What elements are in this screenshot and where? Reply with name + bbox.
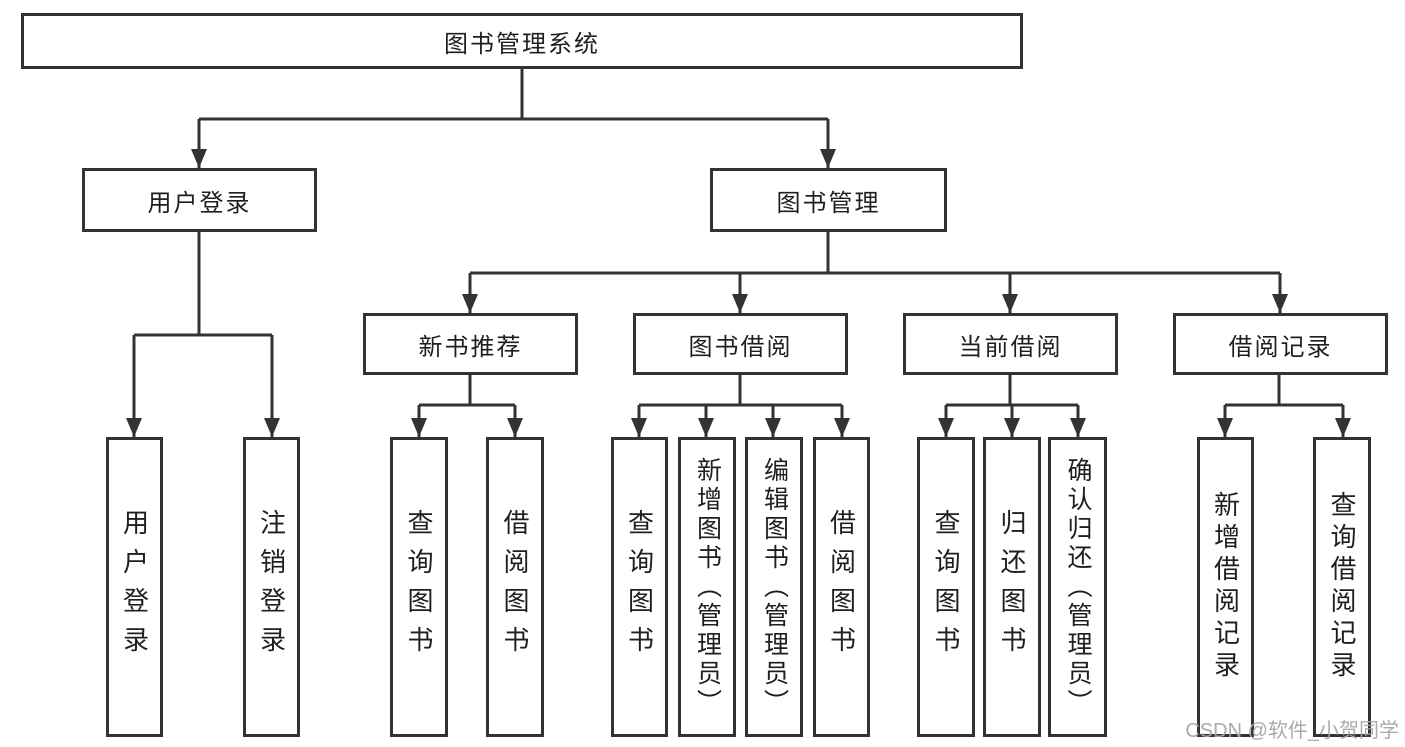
- leaf-edit-books-admin: 编辑图书（管理员）: [745, 437, 803, 737]
- csdn-watermark: CSDN @软件_小贺同学: [1185, 720, 1399, 742]
- node-label: 借阅记录: [1228, 333, 1333, 361]
- leaf-label: 借阅图书: [826, 509, 857, 665]
- leaf-label: 新增图书（管理员）: [693, 456, 722, 718]
- node-label: 当前借阅: [958, 333, 1063, 361]
- leaf-query-books: 查询图书: [917, 437, 975, 737]
- leaf-label: 查询借阅记录: [1327, 491, 1357, 683]
- node-borrow-records: 借阅记录: [1173, 313, 1388, 375]
- node-label: 图书管理系统: [444, 30, 600, 58]
- node-label: 图书管理: [776, 189, 881, 217]
- leaf-query-books: 查询图书: [390, 437, 448, 737]
- leaf-return-books: 归还图书: [983, 437, 1041, 737]
- leaf-query-borrow-record: 查询借阅记录: [1313, 437, 1371, 737]
- leaf-user-login: 用户登录: [106, 437, 163, 737]
- leaf-label: 借阅图书: [500, 509, 530, 665]
- node-library-management-system: 图书管理系统: [21, 13, 1023, 69]
- node-current-borrow: 当前借阅: [903, 313, 1118, 375]
- leaf-label: 归还图书: [997, 509, 1027, 665]
- leaf-add-books-admin: 新增图书（管理员）: [678, 437, 736, 737]
- leaf-label: 查询图书: [624, 509, 655, 665]
- node-label: 图书借阅: [688, 333, 793, 361]
- node-book-management: 图书管理: [710, 168, 947, 232]
- leaf-borrow-books: 借阅图书: [813, 437, 870, 737]
- node-label: 用户登录: [147, 189, 252, 217]
- leaf-label: 注销登录: [256, 509, 287, 665]
- node-label: 新书推荐: [418, 333, 523, 361]
- leaf-borrow-books: 借阅图书: [486, 437, 544, 737]
- leaf-label: 用户登录: [119, 509, 150, 665]
- leaf-query-books: 查询图书: [611, 437, 668, 737]
- leaf-label: 查询图书: [404, 509, 434, 665]
- leaf-label: 编辑图书（管理员）: [760, 456, 789, 718]
- leaf-label: 确认归还（管理员）: [1064, 456, 1092, 718]
- leaf-logout: 注销登录: [243, 437, 300, 737]
- leaf-label: 新增借阅记录: [1210, 491, 1241, 683]
- leaf-label: 查询图书: [931, 509, 961, 665]
- leaf-confirm-return-admin: 确认归还（管理员）: [1048, 437, 1107, 737]
- node-new-book-recommend: 新书推荐: [363, 313, 578, 375]
- leaf-add-borrow-record: 新增借阅记录: [1197, 437, 1254, 737]
- node-book-borrow: 图书借阅: [633, 313, 848, 375]
- node-user-login: 用户登录: [82, 168, 317, 232]
